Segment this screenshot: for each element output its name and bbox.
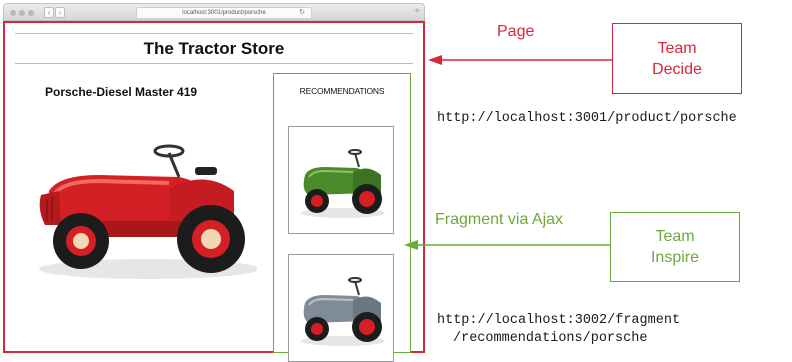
divider (15, 33, 413, 34)
team-decide-line2: Decide (652, 60, 702, 78)
page-frame: The Tractor Store Porsche-Diesel Master … (3, 21, 425, 362)
recommendation-card[interactable] (288, 126, 394, 234)
page-arrowhead (428, 55, 442, 65)
chevron-left-icon[interactable]: ‹ (44, 7, 54, 18)
team-inspire-line2: Inspire (650, 249, 700, 266)
recommendations-fragment: RECOMMENDATIONS (273, 73, 411, 362)
plus-icon[interactable]: + (414, 6, 420, 17)
team-decide-line1: Team (657, 39, 697, 57)
chevron-right-icon[interactable]: › (55, 7, 65, 18)
gray-tractor-image (301, 277, 385, 346)
team-inspire-line1: Team (655, 228, 695, 245)
reload-icon[interactable]: ↻ (299, 9, 305, 16)
zoom-window-dot[interactable] (28, 10, 34, 16)
fragment-url-line1: http://localhost:3002/fragment (437, 313, 681, 328)
fragment-url-line2: /recommendations/porsche (453, 331, 648, 346)
minimize-window-dot[interactable] (19, 10, 25, 16)
team-decide-box: Team Decide (612, 23, 742, 94)
recommendations-title: RECOMMENDATIONS (299, 86, 385, 96)
team-inspire-box: Team Inspire (610, 212, 740, 282)
address-bar-url: localhost:3001/product/porsche (182, 10, 266, 16)
page-label: Page (497, 23, 535, 40)
recommendation-card[interactable] (288, 254, 394, 362)
close-window-dot[interactable] (10, 10, 16, 16)
red-tractor-image (39, 144, 257, 279)
divider (15, 63, 413, 64)
fragment-label: Fragment via Ajax (435, 211, 564, 228)
fragment-arrowhead (404, 240, 418, 250)
green-tractor-image (301, 149, 385, 218)
address-bar[interactable]: localhost:3001/product/porsche ↻ (136, 7, 312, 19)
product-name: Porsche-Diesel Master 419 (45, 85, 198, 99)
page-url: http://localhost:3001/product/porsche (437, 111, 737, 126)
browser-toolbar: ‹ › localhost:3001/product/porsche ↻ + (3, 3, 425, 21)
store-title: The Tractor Store (143, 39, 285, 58)
